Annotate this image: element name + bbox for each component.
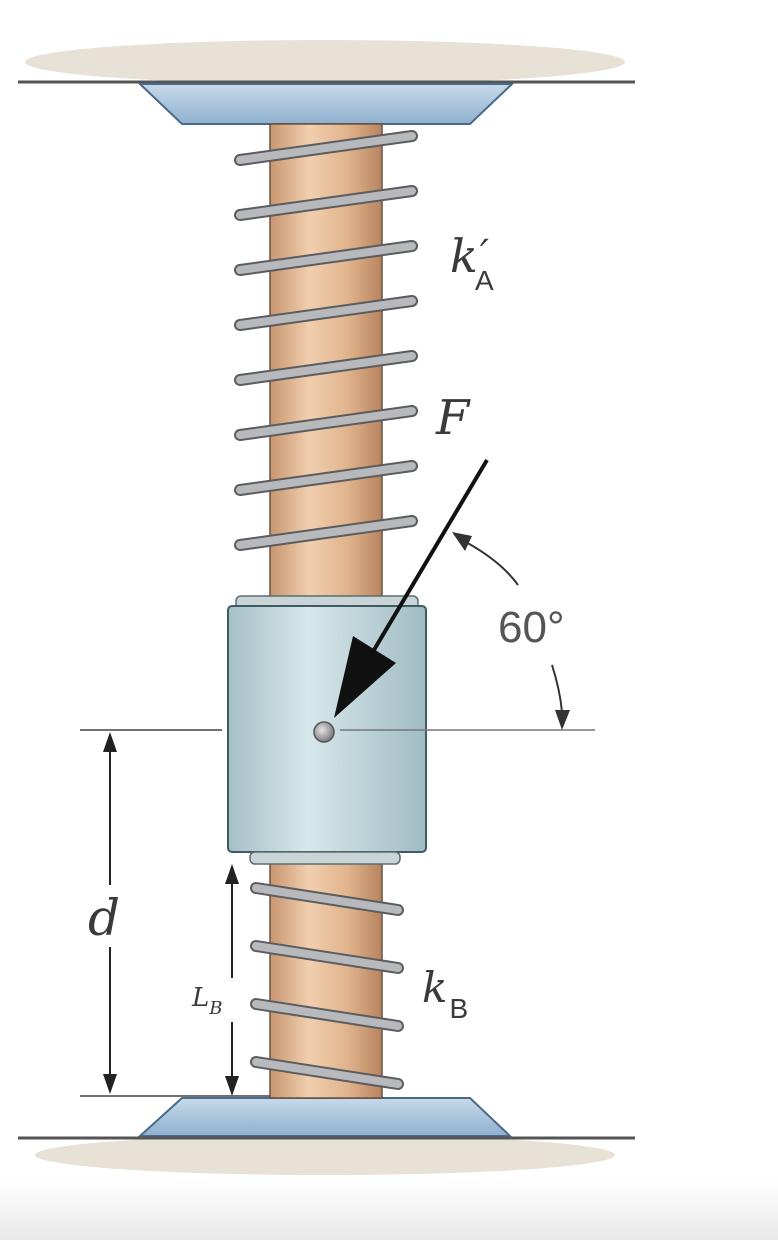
bottom-plate xyxy=(137,1097,513,1137)
spring-coil xyxy=(236,352,416,384)
spring-coil xyxy=(252,884,402,914)
spring-coil xyxy=(236,517,416,549)
lb-label-gap xyxy=(190,978,236,1022)
collar-centre-dot xyxy=(313,721,335,743)
spring-a xyxy=(234,130,418,551)
bottom-fade xyxy=(0,1180,778,1240)
spring-coil xyxy=(236,462,416,494)
spring-coil xyxy=(252,1000,402,1030)
angle-arrowhead-upper xyxy=(452,532,472,551)
label-spring-a: k′A xyxy=(450,229,494,296)
spring-coil xyxy=(236,407,416,439)
label-spring-b: kB xyxy=(422,963,468,1024)
lb-arrow-bottom xyxy=(225,1076,239,1096)
angle-arc-upper xyxy=(461,539,519,586)
spring-coil xyxy=(252,1058,402,1088)
collar-bottom-ring xyxy=(249,851,401,865)
spring-b xyxy=(250,882,404,1090)
d-label-gap xyxy=(88,885,132,947)
bottom-shadow xyxy=(35,1135,615,1175)
spring-coil xyxy=(236,187,416,219)
spring-coil xyxy=(252,942,402,972)
label-distance: d xyxy=(88,889,120,947)
force-arrow-shaft xyxy=(366,458,489,662)
d-arrow-bottom xyxy=(103,1074,117,1094)
top-plate xyxy=(137,83,515,125)
angle-arrowhead-lower xyxy=(555,710,570,730)
top-shadow xyxy=(25,40,625,84)
lb-arrow-top xyxy=(225,864,239,884)
spring-coil xyxy=(236,297,416,329)
label-angle: 60° xyxy=(498,603,565,652)
spring-coil xyxy=(236,132,416,164)
spring-coil xyxy=(236,242,416,274)
force-arrowhead xyxy=(334,636,396,718)
label-force: F xyxy=(435,390,471,446)
angle-arc-lower xyxy=(551,664,563,713)
label-length: LB xyxy=(191,983,223,1019)
d-arrow-top xyxy=(103,732,117,752)
